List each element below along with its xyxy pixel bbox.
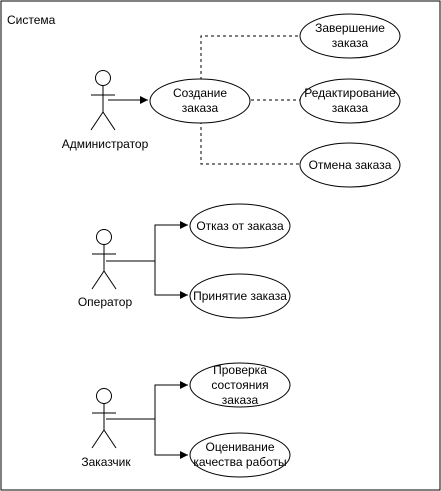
use-case-cancel-line-1: Отмена заказа: [309, 158, 392, 172]
use-case-create: Создание заказа: [149, 78, 251, 124]
use-case-check-line-1: Проверка: [213, 363, 267, 377]
operator-assocs: [106, 221, 188, 299]
dashed-links: [200, 35, 300, 165]
use-case-rate-line-1: Оценивание: [206, 440, 275, 454]
actor-administrator: Администратор: [62, 70, 149, 151]
actor-customer: Заказчик: [81, 388, 131, 469]
use-case-complete: Завершение заказа: [299, 13, 401, 59]
link-create-complete: [200, 35, 300, 80]
link-create-cancel: [200, 121, 300, 165]
use-case-refuse-line-1: Отказ от заказа: [196, 219, 284, 233]
assoc-operator-accept: [106, 260, 188, 299]
actor-operator: Оператор: [78, 229, 133, 309]
use-case-check: Проверка состояния заказа: [189, 362, 291, 408]
use-case-create-line-2: заказа: [182, 101, 219, 115]
use-case-refuse: Отказ от заказа: [189, 203, 291, 249]
use-case-edit-line-2: заказа: [332, 101, 369, 115]
use-case-create-line-1: Создание: [173, 86, 227, 100]
use-case-edit: Редактирование заказа: [299, 78, 401, 124]
system-label: Система: [7, 13, 56, 27]
assoc-customer-rate: [106, 418, 188, 459]
actor-label-customer: Заказчик: [81, 455, 131, 469]
actor-label-operator: Оператор: [78, 295, 133, 309]
use-case-accept-line-1: Принятие заказа: [193, 289, 287, 303]
use-case-complete-line-2: заказа: [332, 36, 369, 50]
use-case-complete-line-1: Завершение: [315, 21, 385, 35]
use-case-cancel: Отмена заказа: [299, 142, 401, 188]
use-case-check-line-3: заказа: [222, 393, 259, 407]
use-case-rate-line-2: качества работы: [193, 455, 286, 469]
use-case-accept: Принятие заказа: [189, 273, 291, 319]
use-case-rate: Оценивание качества работы: [189, 432, 291, 478]
customer-assocs: [106, 381, 188, 459]
use-case-check-line-2: состояния: [211, 378, 268, 392]
actor-label-administrator: Администратор: [62, 137, 149, 151]
use-case-edit-line-1: Редактирование: [304, 86, 396, 100]
